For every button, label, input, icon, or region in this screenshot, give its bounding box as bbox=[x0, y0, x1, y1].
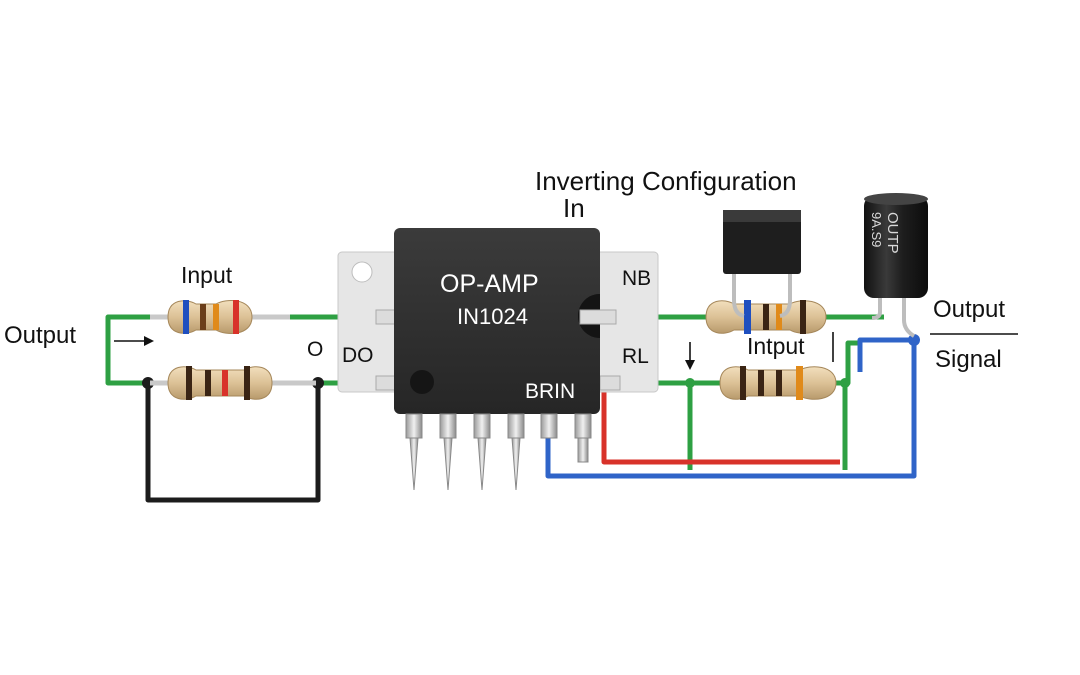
chip-pin bbox=[375, 375, 397, 391]
resistor-input-bottom bbox=[150, 366, 316, 400]
diagram-title-line2: In bbox=[563, 193, 585, 223]
chip-pin bbox=[599, 375, 621, 391]
pin-label-do: DO bbox=[342, 344, 374, 367]
resistor-input-top bbox=[150, 299, 290, 335]
op-amp-chip bbox=[394, 228, 617, 414]
chip-name: OP-AMP bbox=[440, 270, 539, 298]
capacitor-marking-2: 9A.S9 bbox=[869, 212, 884, 247]
chip-pin-label-brin: BRIN bbox=[525, 380, 575, 403]
blue-wire bbox=[545, 337, 917, 479]
chip-bottom-legs bbox=[405, 413, 592, 491]
label-signal: Signal bbox=[935, 346, 1002, 373]
label-output-right: Output bbox=[933, 296, 1005, 323]
black-loop-wire bbox=[145, 383, 321, 503]
red-wire bbox=[601, 392, 840, 465]
chip-pin bbox=[375, 309, 397, 325]
electrolytic-capacitor: OUTP 9A.S9 bbox=[864, 193, 928, 338]
junction-dot bbox=[685, 378, 695, 388]
label-output-left: Output bbox=[4, 322, 76, 349]
diagram-title-line1: Inverting Configuration bbox=[535, 166, 797, 196]
resistor-feedback-bottom bbox=[719, 366, 837, 400]
resistor-feedback-top bbox=[705, 300, 827, 334]
junction-dot bbox=[312, 377, 324, 389]
arrow-down-icon bbox=[685, 342, 695, 370]
chip-part-number: IN1024 bbox=[457, 304, 528, 329]
pin-label-rl: RL bbox=[622, 345, 649, 368]
relay-component bbox=[723, 210, 801, 318]
chip-left-tab bbox=[337, 251, 405, 393]
pin1-marker bbox=[410, 370, 434, 394]
junction-dot bbox=[908, 334, 920, 346]
junction-dot bbox=[142, 377, 154, 389]
junction-dot bbox=[840, 378, 850, 388]
arrow-right-icon bbox=[114, 336, 154, 346]
label-node-o: O bbox=[307, 338, 323, 361]
pin-label-nb: NB bbox=[622, 267, 651, 290]
label-input: Input bbox=[181, 262, 233, 288]
capacitor-marking-1: OUTP bbox=[884, 212, 901, 254]
label-intput: Intput bbox=[747, 333, 805, 359]
